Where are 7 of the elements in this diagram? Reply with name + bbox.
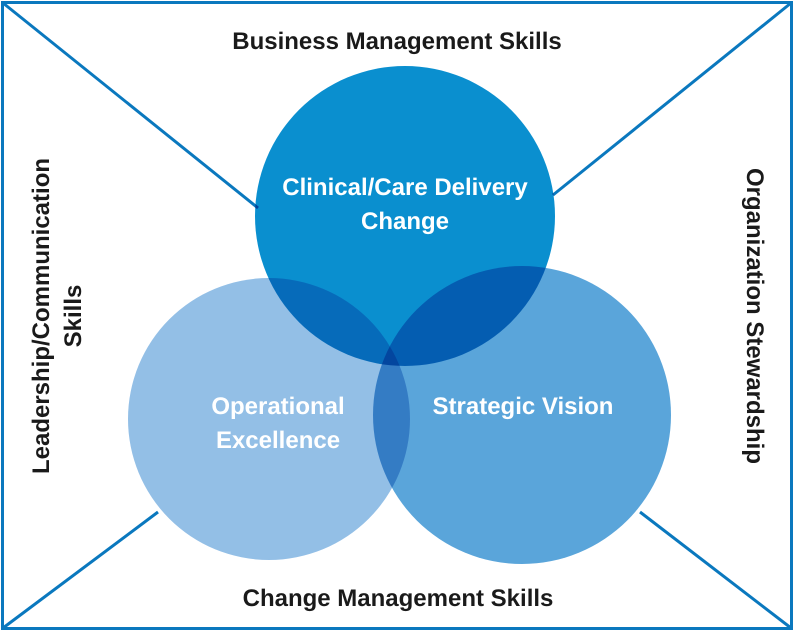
section-heading: Change Management Skills [242, 584, 554, 614]
circle-label: Operational Excellence [210, 392, 346, 456]
circle-label: Clinical/Care Delivery Change [281, 173, 529, 237]
circle-label: Strategic Vision [432, 392, 614, 422]
section-heading: Organization Stewardship [740, 166, 769, 466]
section-heading: Business Management Skills [231, 27, 563, 57]
section-heading: Leadership/Communication Skills [27, 156, 88, 476]
